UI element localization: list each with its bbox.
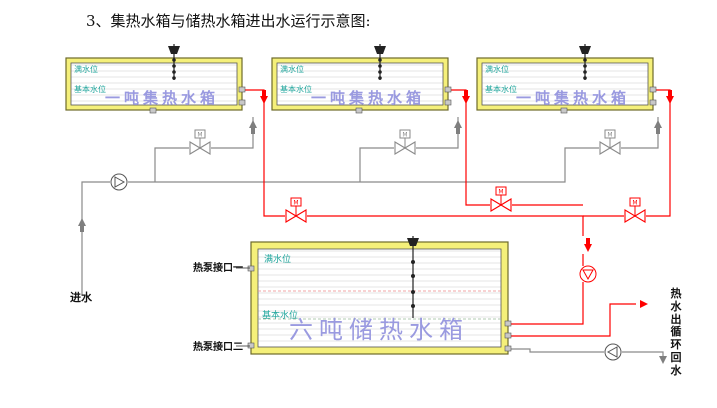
svg-text:热: 热 — [671, 286, 682, 300]
collector-tank-name: 一吨集热水箱 — [105, 89, 219, 107]
valve-motor-label: M — [607, 132, 612, 139]
cold-valve-1: M — [189, 129, 211, 155]
hot-valve-3: M — [624, 197, 646, 223]
storage-tank-inner — [257, 248, 502, 348]
hot-arrow-down — [584, 244, 592, 252]
return-pipe-b — [622, 351, 664, 360]
cold-valve-3: M — [599, 129, 621, 155]
valve-motor-label: M — [197, 132, 202, 139]
valve-motor-label: M — [498, 189, 503, 196]
collector-sensor-head — [374, 46, 386, 54]
flow-arrows — [78, 90, 674, 364]
cold-arrow-2 — [454, 120, 462, 128]
hot-pipe-tank3 — [645, 89, 671, 217]
storage-full-level-label: 满水位 — [264, 253, 291, 265]
motorized-valves: M M M M M M — [189, 129, 646, 223]
valve-motor-label: M — [632, 200, 637, 207]
svg-text:水: 水 — [671, 299, 683, 313]
collector-tank-inner — [481, 62, 649, 106]
cold-arrow-3 — [654, 120, 662, 128]
collector-base-level-label: 基本水位 — [485, 84, 517, 94]
valve-motor-label: M — [402, 132, 407, 139]
cold-arrow-1 — [249, 120, 257, 128]
svg-text:环: 环 — [671, 338, 682, 351]
hot-pipe-into-storage — [508, 282, 584, 325]
hot-water-pipes — [242, 89, 671, 337]
hot-main-down — [307, 215, 584, 236]
storage-sensor-head — [407, 238, 419, 246]
return-pump — [604, 343, 622, 361]
inlet-pipe — [81, 181, 110, 295]
hot-arrow-2 — [462, 96, 470, 104]
collector-tank-inner — [70, 62, 238, 106]
storage-tank-name: 六吨储热水箱 — [289, 316, 469, 344]
hot-water-out-label: 热水出 — [671, 286, 683, 326]
svg-text:回: 回 — [671, 350, 682, 364]
svg-text:水: 水 — [671, 363, 683, 377]
collector-tank-name: 一吨集热水箱 — [311, 89, 425, 107]
hot-out-arrow — [640, 300, 648, 308]
svg-text:循: 循 — [671, 324, 682, 338]
collector-sensor-head — [579, 46, 591, 54]
storage-tank: 满水位 基本水位 六吨储热水箱 — [247, 236, 512, 355]
storage-base-level-label: 基本水位 — [262, 309, 298, 321]
hot-pipe-tank1 — [242, 89, 285, 217]
collector-base-level-label: 基本水位 — [74, 84, 106, 94]
return-pipe-a — [508, 348, 604, 353]
inlet-pump — [110, 173, 128, 191]
collector-full-level-label: 满水位 — [485, 64, 509, 74]
return-arrow — [659, 356, 667, 364]
hot-pipe-tank2 — [447, 89, 490, 206]
hot-water-out-pipe — [508, 303, 636, 337]
collector-tank-name: 一吨集热水箱 — [516, 89, 630, 107]
collector-tank-inner — [276, 62, 444, 106]
hot-arrow-1 — [260, 96, 268, 104]
collector-full-level-label: 满水位 — [74, 64, 98, 74]
inlet-arrow — [78, 218, 86, 226]
svg-text:出: 出 — [671, 312, 682, 326]
hot-water-pump — [579, 265, 597, 283]
hot-valve-2: M — [490, 186, 512, 212]
hot-valve-1: M — [285, 197, 307, 223]
cold-valve-2: M — [394, 129, 416, 155]
heat-pump-port-2-label: 热泵接口二 — [193, 340, 243, 353]
hot-arrow-3 — [666, 96, 674, 104]
cold-main-pipe — [128, 117, 659, 183]
heat-pump-port-1-label: 热泵接口一 — [193, 261, 243, 274]
collector-full-level-label: 满水位 — [280, 64, 304, 74]
diagram-title: 3、集热水箱与储热水箱进出水运行示意图: — [86, 12, 371, 30]
collector-base-level-label: 基本水位 — [280, 84, 312, 94]
heat-pump-ports: 热泵接口一 热泵接口二 — [193, 261, 250, 353]
water-inlet-label: 进水 — [70, 290, 93, 304]
collector-sensor-head — [168, 46, 180, 54]
valve-motor-label: M — [293, 200, 298, 207]
